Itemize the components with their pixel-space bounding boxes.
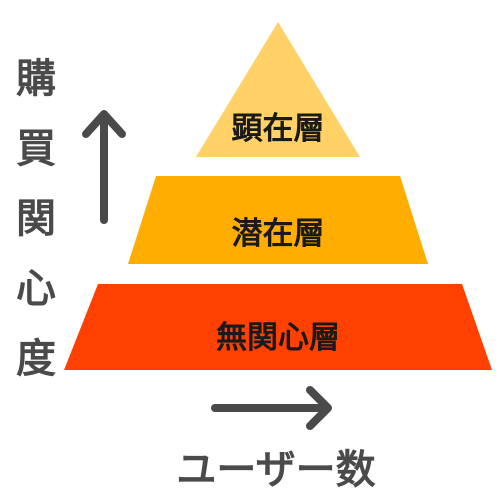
tier-label-middle: 潜在層: [232, 216, 325, 252]
y-axis-label-char-3: 関: [16, 196, 56, 242]
arrow-up-icon: [82, 110, 126, 224]
y-axis-label-char-1: 購: [16, 56, 56, 102]
y-axis-label-char-2: 買: [16, 126, 56, 172]
pyramid-tier-top: [196, 22, 360, 157]
tier-label-bottom: 無関心層: [216, 320, 340, 356]
tier-label-top: 顕在層: [232, 111, 325, 147]
y-axis-label-char-4: 心: [16, 266, 56, 312]
pyramid-tier-bottom: [64, 284, 492, 370]
arrow-right-icon: [211, 386, 332, 430]
y-axis-label-char-5: 度: [16, 336, 56, 382]
x-axis-label: ユーザー数: [176, 447, 375, 493]
pyramid-tier-middle: [128, 176, 428, 264]
